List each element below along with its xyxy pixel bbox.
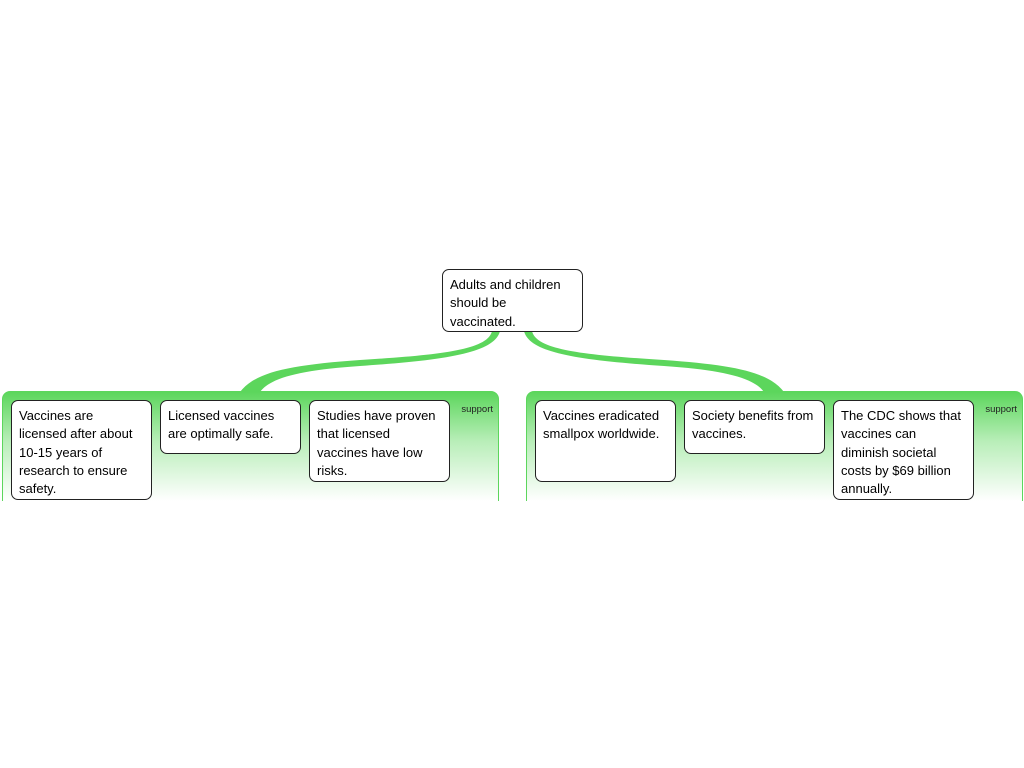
premise-box[interactable]: Studies have proven that licensed vaccin… <box>309 400 450 482</box>
premise-box[interactable]: The CDC shows that vaccines can diminish… <box>833 400 974 500</box>
support-label: support <box>461 404 493 415</box>
connector-left <box>240 331 500 392</box>
connector-right <box>524 331 784 392</box>
premise-box[interactable]: Vaccines eradicated smallpox worldwide. <box>535 400 676 482</box>
support-label: support <box>985 404 1017 415</box>
main-claim[interactable]: Adults and children should be vaccinated… <box>442 269 583 332</box>
premise-box[interactable]: Society benefits from vaccines. <box>684 400 825 454</box>
premise-box[interactable]: Vaccines are licensed after about 10-15 … <box>11 400 152 500</box>
premise-box[interactable]: Licensed vaccines are optimally safe. <box>160 400 301 454</box>
